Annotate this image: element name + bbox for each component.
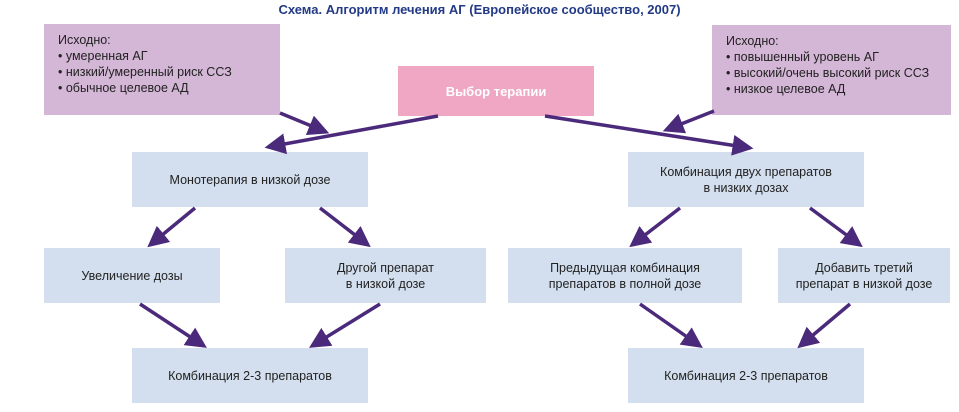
arrow <box>139 302 207 348</box>
box-line: препаратов в полной дозе <box>548 276 702 291</box>
arrow <box>638 302 703 349</box>
final-combination-right-box: Комбинация 2-3 препаратов <box>628 348 864 403</box>
condition-item: • обычное целевое АД <box>58 81 189 95</box>
arrow <box>629 206 682 248</box>
arrow <box>544 114 754 156</box>
diagram-title: Схема. Алгоритм лечения АГ (Европейское … <box>278 2 681 17</box>
therapy-choice-box: Выбор терапии <box>398 66 594 116</box>
condition-item: • умеренная АГ <box>58 49 148 63</box>
condition-item: • низкое целевое АД <box>726 82 846 96</box>
arrow <box>318 206 371 248</box>
condition-item: • высокий/очень высокий риск ССЗ <box>726 66 930 80</box>
condition-heading: Исходно: <box>726 34 779 48</box>
increase-dose-box: Увеличение дозы <box>44 248 220 303</box>
condition-item: • низкий/умеренный риск ССЗ <box>58 65 232 79</box>
arrow <box>662 109 715 134</box>
box-line: Другой препарат <box>337 260 434 275</box>
condition-item: • повышенный уровень АГ <box>726 50 879 64</box>
arrow <box>808 206 863 248</box>
monotherapy-box: Монотерапия в низкой дозе <box>132 152 368 207</box>
arrow <box>264 114 439 155</box>
condition-heading: Исходно: <box>58 33 111 47</box>
arrow <box>797 302 852 349</box>
arrow <box>147 206 197 248</box>
right-condition-box: Исходно: • повышенный уровень АГ • высок… <box>712 25 951 115</box>
box-line: в низких дозах <box>703 180 789 195</box>
left-condition-box: Исходно: • умеренная АГ • низкий/умеренн… <box>44 24 280 115</box>
arrow <box>309 302 381 348</box>
arrow <box>279 111 330 136</box>
box-line: Предыдущая комбинация <box>550 260 700 275</box>
final-combination-left-box: Комбинация 2-3 препаратов <box>132 348 368 403</box>
box-line: в низкой дозе <box>345 276 426 291</box>
box-line: Добавить третий <box>815 260 913 275</box>
box-line: препарат в низкой дозе <box>795 276 933 291</box>
box-line: Комбинация двух препаратов <box>660 164 832 179</box>
